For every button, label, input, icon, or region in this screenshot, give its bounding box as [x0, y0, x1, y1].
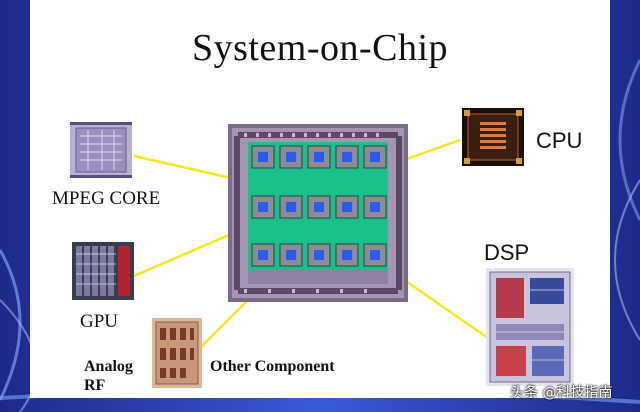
- other-component-image: [152, 318, 202, 388]
- gpu-image: [72, 242, 134, 300]
- watermark: 头条 @科技指南: [510, 385, 613, 401]
- mpeg-core-label: MPEG CORE: [52, 188, 161, 209]
- slide-title: System-on-Chip: [191, 27, 449, 69]
- other-component-label: Other Component: [210, 358, 335, 375]
- soc-die-image: [228, 124, 408, 302]
- dsp-image: [486, 268, 574, 386]
- gpu-label: GPU: [80, 311, 119, 332]
- mpeg-core-image: [70, 122, 132, 178]
- cpu-image: [462, 108, 524, 166]
- connector-mpeg: [133, 154, 241, 182]
- rf-label: RF: [84, 377, 106, 394]
- dsp-label: DSP: [484, 240, 530, 265]
- connector-gpu: [133, 226, 246, 278]
- analog-label: Analog: [84, 358, 133, 375]
- cpu-label: CPU: [536, 128, 583, 153]
